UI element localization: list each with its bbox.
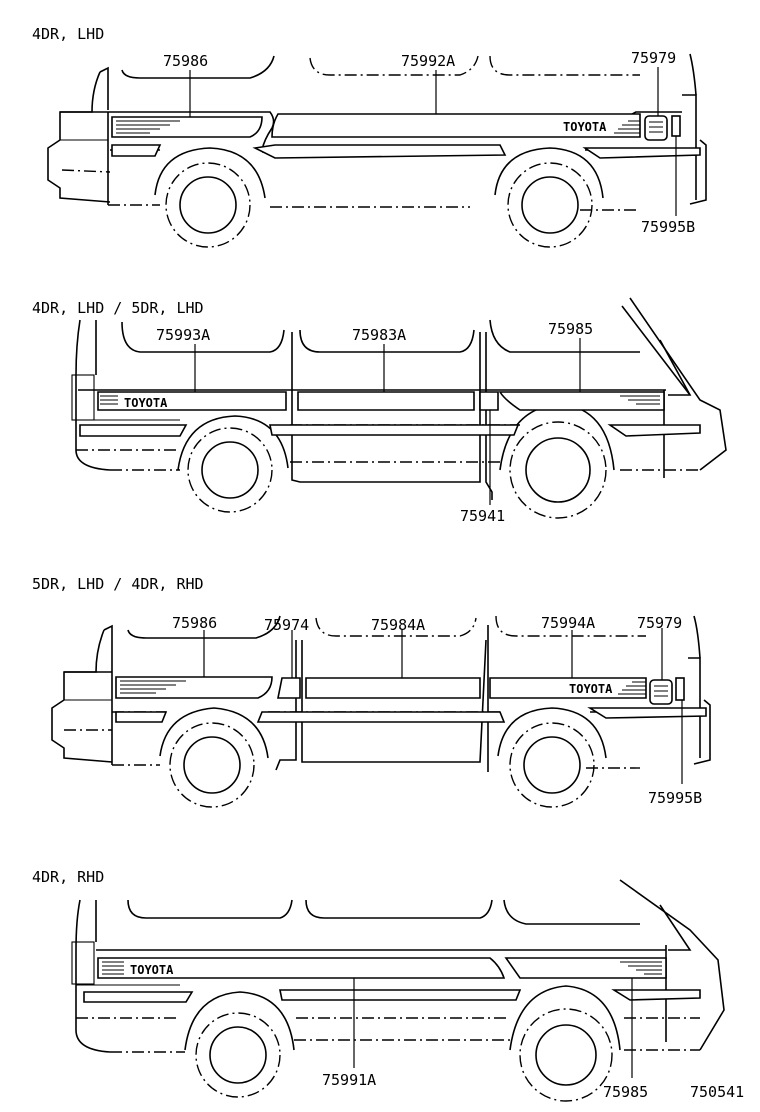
callout-75992A: 75992A xyxy=(401,52,455,70)
panel-4dr-lhd: 4DR, LHD xyxy=(32,25,707,248)
callout-75983A: 75983A xyxy=(352,326,406,344)
callout-75941: 75941 xyxy=(460,507,505,525)
callout-75985-p4: 75985 xyxy=(603,1083,648,1101)
callout-75974: 75974 xyxy=(264,616,309,634)
panel-5dr-lhd-4dr-rhd: 5DR, LHD / 4DR, RHD xyxy=(32,575,711,808)
callout-75995B-p3: 75995B xyxy=(648,789,702,807)
panel-4dr-5dr-lhd: 4DR, LHD / 5DR, LHD TOYOTA xyxy=(32,297,727,525)
figure-number: 750541 xyxy=(690,1083,744,1101)
callout-75991A: 75991A xyxy=(322,1071,376,1089)
panel-4dr-rhd: 4DR, RHD TOYOTA xyxy=(32,868,725,1102)
callout-75993A: 75993A xyxy=(156,326,210,344)
callout-75994A: 75994A xyxy=(541,614,595,632)
callout-75979-p1: 75979 xyxy=(631,49,676,67)
panel-1-title: 4DR, LHD xyxy=(32,25,104,43)
callout-75985-p2: 75985 xyxy=(548,320,593,338)
callout-75986-p3: 75986 xyxy=(172,614,217,632)
callout-75995B-p1: 75995B xyxy=(641,218,695,236)
panel-2-title: 4DR, LHD / 5DR, LHD xyxy=(32,299,204,317)
panel-3-emblem: TOYOTA xyxy=(569,682,613,696)
panel-2-emblem: TOYOTA xyxy=(124,396,168,410)
callout-75979-p3: 75979 xyxy=(637,614,682,632)
callout-75986-p1: 75986 xyxy=(163,52,208,70)
panel-3-title: 5DR, LHD / 4DR, RHD xyxy=(32,575,204,593)
panel-4-title: 4DR, RHD xyxy=(32,868,104,886)
panel-4-emblem: TOYOTA xyxy=(130,963,174,977)
panel-1-emblem: TOYOTA xyxy=(563,120,607,134)
callout-75984A: 75984A xyxy=(371,616,425,634)
